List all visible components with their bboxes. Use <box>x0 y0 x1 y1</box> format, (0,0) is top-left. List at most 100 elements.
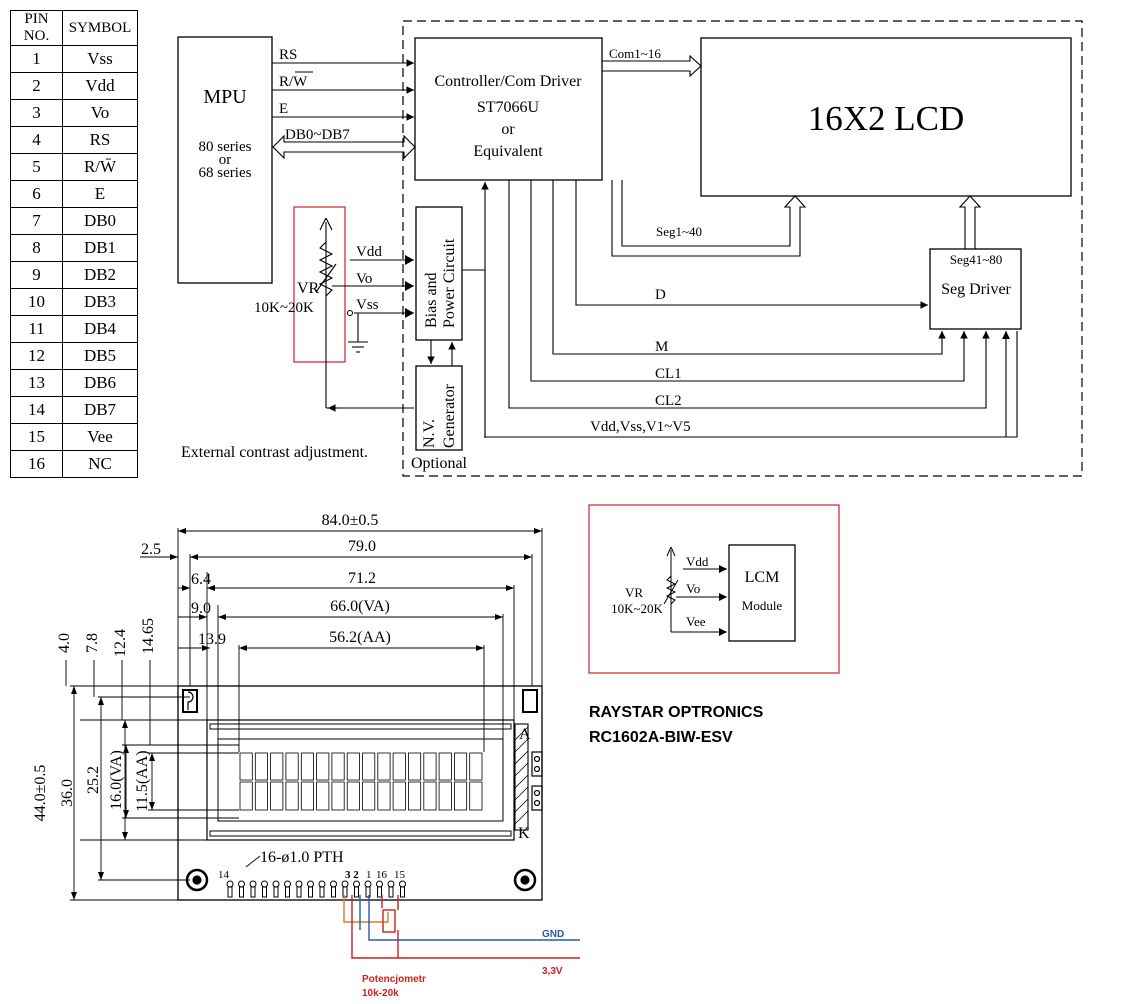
char-cell <box>469 781 483 811</box>
header-lead <box>388 886 394 898</box>
backlight-connector <box>514 723 529 831</box>
char-cell <box>316 781 330 811</box>
header-pad <box>364 880 372 888</box>
seg41-bus-arrow <box>958 195 982 249</box>
char-cell <box>362 781 376 811</box>
header-lead <box>354 886 359 898</box>
pin-symbol: Vss <box>62 45 138 73</box>
mpu-title: MPU <box>203 86 247 108</box>
controller-line4: Equivalent <box>473 143 543 160</box>
pin1-label: 1 <box>366 869 372 881</box>
pin-number: 16 <box>10 450 63 478</box>
char-cell <box>254 752 269 781</box>
header-pad <box>387 880 395 888</box>
vss-node <box>347 310 353 316</box>
pin-header <box>226 880 406 898</box>
pin-symbol: DB4 <box>62 315 138 343</box>
bezel-bottom-strip <box>209 830 512 837</box>
lcm-module-block <box>728 544 796 642</box>
char-cell <box>239 752 253 781</box>
mpu-line3: 68 series <box>199 165 252 181</box>
pin-number: 13 <box>10 369 63 397</box>
pin-number: 6 <box>10 180 63 208</box>
header-pad <box>238 880 245 888</box>
lcm-arrowheads <box>719 565 727 636</box>
controller-block: Controller/Com Driver ST7066U or Equival… <box>414 37 603 181</box>
backlight-pads <box>531 751 543 811</box>
signal-db: DB0~DB7 <box>285 127 350 143</box>
pin-number: 2 <box>10 72 63 100</box>
dim-6-4: 6.4 <box>191 571 211 588</box>
char-cell <box>423 752 437 781</box>
char-cell <box>331 752 345 781</box>
header-pad <box>376 880 383 888</box>
header-lead <box>400 886 405 898</box>
signal-rs: RS <box>279 47 297 63</box>
char-cell <box>377 781 391 811</box>
lcm-module-label: Module <box>742 598 783 613</box>
pin-symbol: NC <box>62 450 138 478</box>
lcm-vr: VR <box>625 585 643 600</box>
lcm-vee: Vee <box>686 614 706 629</box>
pin-symbol: DB5 <box>62 342 138 370</box>
pot-label-line1: Potencjometr <box>362 974 426 985</box>
header-lead <box>308 886 313 898</box>
signal-power: Vdd,Vss,V1~V5 <box>590 419 691 435</box>
dim-v-7-8: 7.8 <box>84 633 101 653</box>
lcm-label: LCM <box>745 569 780 586</box>
vr-symbol <box>315 217 414 409</box>
vr-red-frame <box>293 206 346 363</box>
pin32-label: 3 2 <box>345 869 359 881</box>
header-lead <box>285 886 290 898</box>
vr-label: VR <box>297 280 320 297</box>
char-cell <box>254 781 269 811</box>
signal-e: E <box>279 101 288 117</box>
dim-height-25-2: 25.2 <box>85 766 102 794</box>
char-cell <box>300 752 314 781</box>
dim-height-36: 36.0 <box>59 779 76 807</box>
lcd-block <box>700 37 1072 197</box>
header-pad <box>249 880 257 888</box>
nv-line2: Generator <box>441 383 458 448</box>
lcm-vdd: Vdd <box>686 554 709 569</box>
seg-driver-label: Seg Driver <box>941 281 1011 298</box>
dim-v-12-4: 12.4 <box>112 629 129 657</box>
pin-number: 5 <box>10 153 63 181</box>
vr-vdd: Vdd <box>356 244 382 260</box>
dim-v-14-65: 14.65 <box>140 618 157 654</box>
pin15-label: 15 <box>394 869 406 881</box>
header-symbol: SYMBOL <box>62 10 138 46</box>
mpu-line2: or <box>219 152 232 168</box>
char-cell <box>362 752 376 781</box>
dim-height-va: 16.0(VA) <box>108 750 125 810</box>
bias-to-power-line <box>462 269 486 437</box>
gnd-label: GND <box>542 929 564 940</box>
pin-a-label: A <box>519 726 531 743</box>
header-lead <box>262 886 267 898</box>
header-lead <box>273 886 279 898</box>
pot-label-line2: 10k-20k <box>362 988 399 999</box>
pth-leader <box>245 855 261 868</box>
header-lead <box>250 886 256 898</box>
header-pad <box>341 880 349 888</box>
char-cell <box>392 781 406 811</box>
vr-range: 10K~20K <box>254 300 314 316</box>
header-lead <box>331 886 336 898</box>
char-cell <box>239 781 253 811</box>
signal-d: D <box>655 287 666 303</box>
bias-line2: Power Circuit <box>441 238 458 328</box>
horizontal-dimensions <box>140 528 543 752</box>
pin-k-label: K <box>518 825 530 842</box>
char-cell <box>285 752 299 781</box>
dim-width-va: 66.0(VA) <box>330 598 390 615</box>
pin14-label: 14 <box>218 869 230 881</box>
optional-label: Optional <box>411 455 468 472</box>
bias-power-block <box>415 206 463 341</box>
